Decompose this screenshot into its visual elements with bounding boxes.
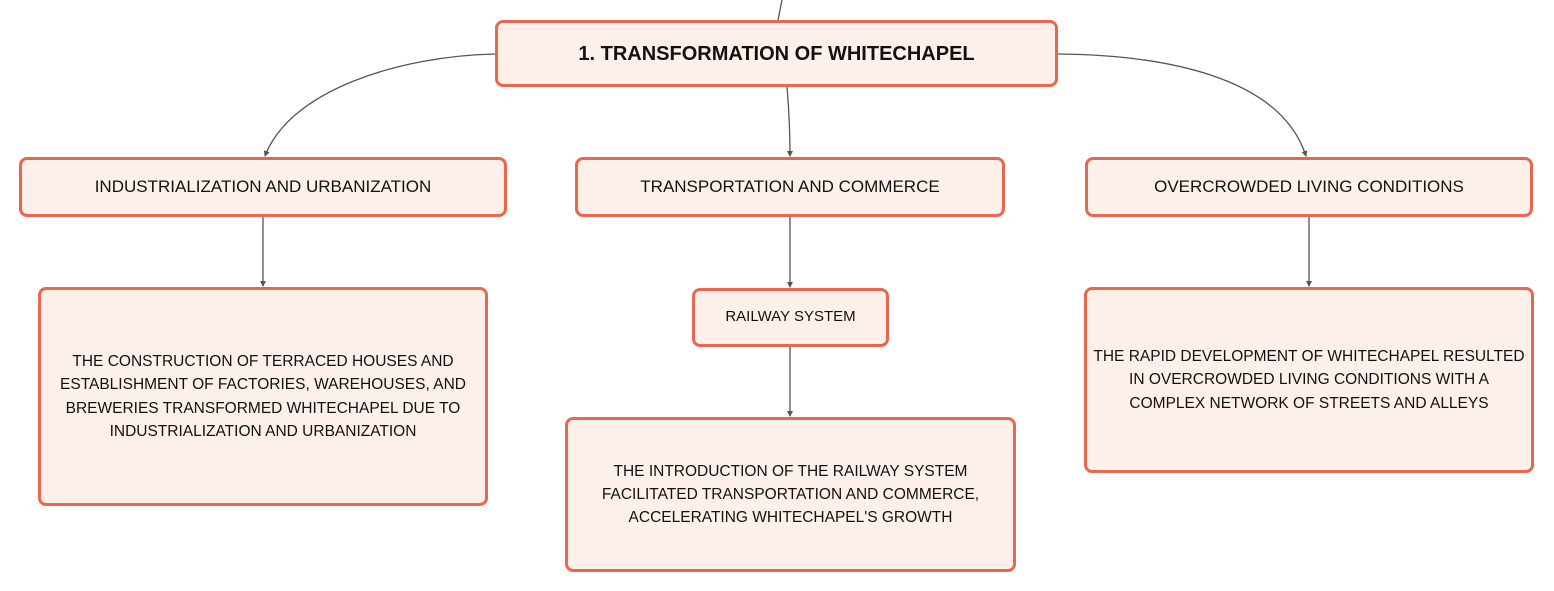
root-topic-label: 1. TRANSFORMATION OF WHITECHAPEL <box>578 42 975 65</box>
root-topic-node[interactable]: 1. TRANSFORMATION OF WHITECHAPEL <box>495 20 1058 87</box>
branch-label-transportation: TRANSPORTATION AND COMMERCE <box>640 177 940 197</box>
connector-root-to-branch-3 <box>1057 53 1308 157</box>
subtopic-label-railway: RAILWAY SYSTEM <box>725 308 856 326</box>
detail-text-railway: THE INTRODUCTION OF THE RAILWAY SYSTEM F… <box>601 462 980 527</box>
connector-root-to-branch-2 <box>786 86 793 157</box>
detail-node-industrialization[interactable]: THE CONSTRUCTION OF TERRACED HOUSES AND … <box>38 287 488 506</box>
detail-text-industrialization: THE CONSTRUCTION OF TERRACED HOUSES AND … <box>60 353 466 440</box>
detail-node-overcrowding[interactable]: THE RAPID DEVELOPMENT OF WHITECHAPEL RES… <box>1084 287 1534 473</box>
branch-node-industrialization[interactable]: INDUSTRIALIZATION AND URBANIZATION <box>19 157 507 217</box>
connector-parent-to-root <box>777 0 783 21</box>
subtopic-node-railway[interactable]: RAILWAY SYSTEM <box>692 288 889 347</box>
branch-node-transportation[interactable]: TRANSPORTATION AND COMMERCE <box>575 157 1005 217</box>
branch-label-industrialization: INDUSTRIALIZATION AND URBANIZATION <box>94 177 432 197</box>
detail-text-overcrowding: THE RAPID DEVELOPMENT OF WHITECHAPEL RES… <box>1093 348 1525 412</box>
branch-node-overcrowding[interactable]: OVERCROWDED LIVING CONDITIONS <box>1085 157 1533 217</box>
detail-node-railway[interactable]: THE INTRODUCTION OF THE RAILWAY SYSTEM F… <box>565 417 1016 572</box>
branch-label-overcrowding: OVERCROWDED LIVING CONDITIONS <box>1154 177 1464 197</box>
connector-root-to-branch-1 <box>263 53 496 157</box>
